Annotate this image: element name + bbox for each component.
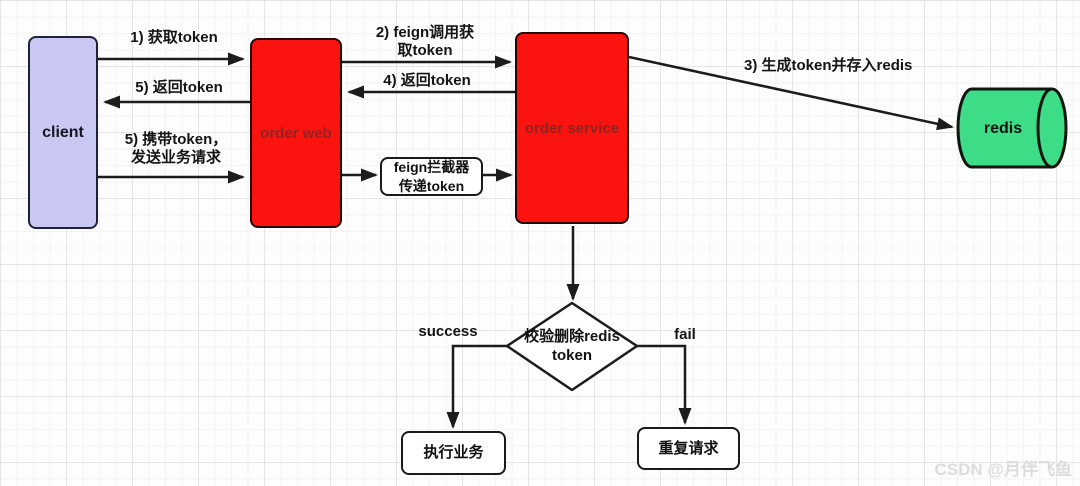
label-carry-token-line2: 发送业务请求: [130, 149, 221, 166]
label-fail: fail: [674, 326, 696, 343]
label-carry-token-line1: 5) 携带token，: [124, 131, 228, 148]
check-token-diamond: [505, 301, 639, 392]
edge-fail: [637, 344, 692, 425]
label-carry-token: 5) 携带token， 发送业务请求: [114, 131, 238, 167]
feign-interceptor-line1: feign拦截器: [393, 159, 470, 176]
feign-interceptor-label: feign拦截器 传递token: [394, 158, 469, 194]
node-order-web: order web: [250, 38, 342, 228]
order-service-label: order service: [524, 119, 620, 137]
node-client: client: [28, 36, 98, 229]
label-feign-call: 2) feign调用获 取token: [366, 24, 484, 60]
edge-success: [446, 344, 507, 429]
check-token-line2: token: [551, 347, 592, 364]
execute-business-label: 执行业务: [423, 444, 484, 462]
check-token-text: 校验删除redis token: [524, 328, 620, 366]
label-feign-call-line2: 取token: [397, 42, 453, 59]
repeat-request-label: 重复请求: [658, 439, 719, 457]
feign-interceptor-line2: 传递token: [398, 177, 465, 194]
check-token-line1: 校验删除redis: [524, 328, 620, 346]
label-return-token-client: 5) 返回token: [135, 79, 223, 96]
node-redis-label: redis: [958, 90, 1048, 167]
node-execute-business: 执行业务: [401, 431, 506, 475]
redis-cylinder: [956, 87, 1068, 169]
label-get-token: 1) 获取token: [130, 29, 218, 46]
order-web-label: order web: [260, 124, 332, 142]
node-feign-interceptor: feign拦截器 传递token: [380, 157, 483, 196]
label-feign-call-line1: 2) feign调用获: [375, 24, 475, 41]
node-repeat-request: 重复请求: [637, 427, 740, 470]
node-check-token-label: 校验删除redis token: [505, 321, 639, 373]
client-label: client: [42, 123, 84, 141]
label-store-redis: 3) 生成token并存入redis: [744, 57, 913, 74]
edge-store-redis: [628, 55, 954, 131]
watermark: CSDN @月伴飞鱼: [934, 460, 1072, 479]
label-return-token-web: 4) 返回token: [383, 72, 471, 89]
label-success: success: [418, 323, 478, 340]
node-order-service: order service: [515, 32, 629, 224]
redis-label: redis: [983, 119, 1023, 137]
